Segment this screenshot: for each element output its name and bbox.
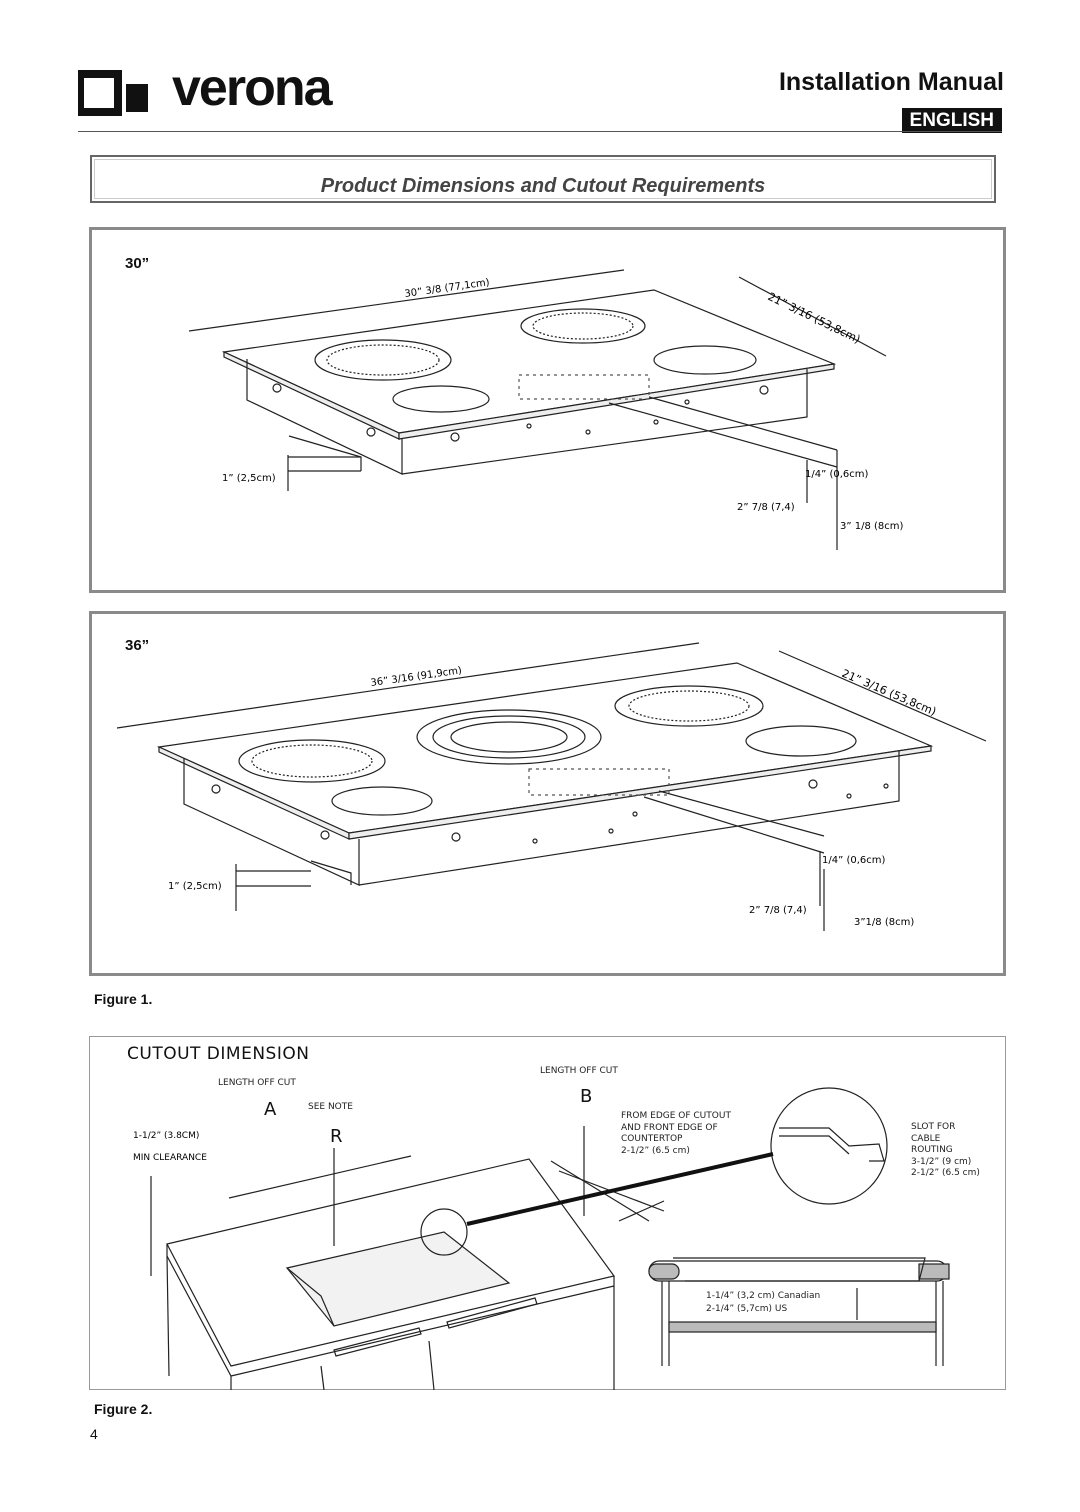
length-off-cut-b: LENGTH OFF CUT xyxy=(540,1066,618,1076)
dim-36-top: 1/4” (0,6cm) xyxy=(822,855,885,866)
from-edge-line-1: FROM EDGE OF CUTOUT xyxy=(621,1111,731,1121)
dim-30-depth: 21” 3/16 (53,8cm) xyxy=(766,290,863,346)
cutout-panel xyxy=(89,1036,1006,1390)
dim-30-top: 1/4” (0,6cm) xyxy=(805,469,868,480)
letter-r: R xyxy=(330,1126,343,1147)
dim-30-width: 30” 3/8 (77,1cm) xyxy=(404,277,490,300)
panel-36-inch xyxy=(89,611,1006,976)
length-off-cut-a: LENGTH OFF CUT xyxy=(218,1078,296,1088)
dim-36-width: 36” 3/16 (91,9cm) xyxy=(370,665,463,689)
verona-logo: verona xyxy=(76,59,333,117)
figure-1-label: Figure 1. xyxy=(94,991,153,1007)
dim-30-total: 3” 1/8 (8cm) xyxy=(840,521,903,532)
section-title-box xyxy=(90,155,996,203)
panel-30-inch xyxy=(89,227,1006,593)
dim-36-depth: 21” 3/16 (53,8cm) xyxy=(840,667,938,719)
language-badge: ENGLISH xyxy=(901,108,1002,133)
see-note: SEE NOTE xyxy=(308,1102,353,1112)
brand-name: verona xyxy=(172,59,333,117)
dim-30-side: 1” (2,5cm) xyxy=(222,473,276,484)
panel-36-size: 36” xyxy=(125,637,150,654)
logo-mark-icon xyxy=(76,70,148,116)
cutout-title: CUTOUT DIMENSION xyxy=(127,1044,310,1064)
from-edge-line-3: COUNTERTOP xyxy=(621,1134,683,1144)
slot-line-3: ROUTING xyxy=(911,1145,953,1155)
cooktop-30-drawing: 30” 3/8 (77,1cm) 21” 3/16 (53,8cm) 1” (2… xyxy=(188,269,903,550)
dim-36-side: 1” (2,5cm) xyxy=(168,881,222,892)
cooktop-36-drawing: 36” 3/16 (91,9cm) 21” 3/16 (53,8cm) 1” (… xyxy=(116,642,987,931)
clearance-line-2: MIN CLEARANCE xyxy=(133,1153,207,1163)
header-rule xyxy=(78,131,1002,132)
canadian-note: 1-1/4” (3,2 cm) Canadian xyxy=(706,1291,821,1301)
dim-36-total: 3”1/8 (8cm) xyxy=(854,917,914,928)
slot-line-1: SLOT FOR xyxy=(911,1122,956,1132)
from-edge-line-2: AND FRONT EDGE OF xyxy=(621,1122,718,1133)
clearance-line-1: 1-1/2” (3.8CM) xyxy=(133,1131,199,1141)
from-edge-note: FROM EDGE OF CUTOUT AND FRONT EDGE OF CO… xyxy=(621,1111,731,1157)
dim-30-body: 2” 7/8 (7,4) xyxy=(737,502,795,513)
slot-note: SLOT FOR CABLE ROUTING 3-1/2” (9 cm) 2-1… xyxy=(911,1122,980,1180)
letter-b: B xyxy=(580,1086,593,1107)
from-edge-line-4: 2-1/2” (6.5 cm) xyxy=(621,1145,690,1156)
slot-line-2: CABLE xyxy=(911,1133,941,1144)
slot-line-4: 3-1/2” (9 cm) xyxy=(911,1156,972,1167)
figure-2-label: Figure 2. xyxy=(94,1401,153,1417)
letter-a: A xyxy=(264,1099,277,1120)
us-note: 2-1/4” (5,7cm) US xyxy=(706,1304,788,1314)
manual-title: Installation Manual xyxy=(778,68,1004,96)
cutout-drawing: 1-1/2” (3.8CM) MIN CLEARANCE xyxy=(133,1087,950,1390)
panel-30-size: 30” xyxy=(125,255,150,272)
slot-line-5: 2-1/2” (6.5 cm) xyxy=(911,1168,980,1178)
dim-36-body: 2” 7/8 (7,4) xyxy=(749,905,807,916)
page-number: 4 xyxy=(90,1426,98,1442)
section-title: Product Dimensions and Cutout Requiremen… xyxy=(320,175,766,197)
